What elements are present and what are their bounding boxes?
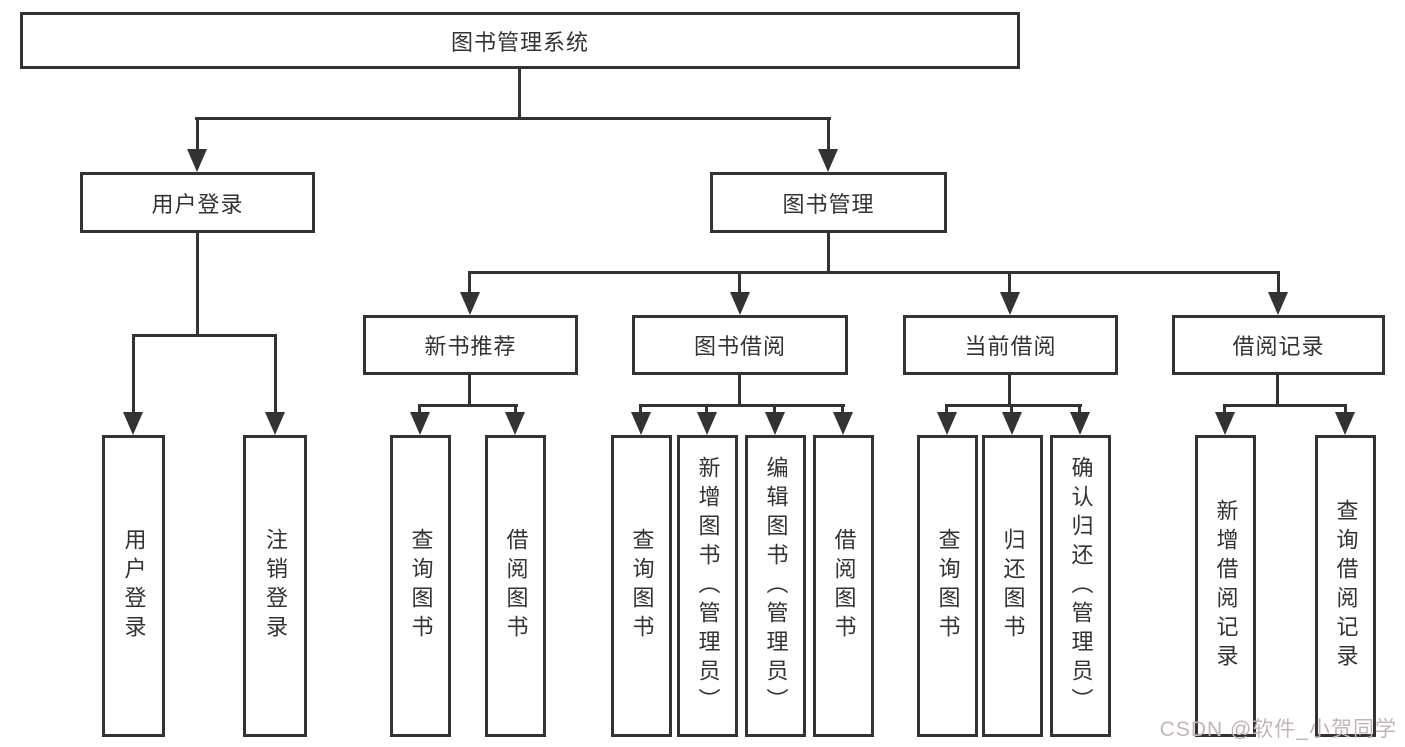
connector-line (738, 374, 741, 406)
arrow-down-icon (505, 412, 525, 435)
arrow-down-icon (1070, 412, 1090, 435)
connector-line (1223, 404, 1347, 407)
node-label: 查询图书 (629, 528, 655, 644)
arrow-down-icon (460, 292, 480, 315)
leaf-borrow-books-recommend: 借阅图书 (485, 435, 546, 737)
leaf-confirm-return-admin: 确认归还（管理员） (1050, 435, 1111, 737)
connector-line (639, 404, 642, 414)
node-label: 查询借阅记录 (1333, 499, 1359, 673)
node-label: 查询图书 (935, 528, 961, 644)
leaf-query-books-recommend: 查询图书 (390, 435, 451, 737)
node-current-borrow: 当前借阅 (903, 315, 1118, 375)
connector-line (468, 271, 471, 295)
csdn-watermark: CSDN @软件_小贺同学 (1159, 718, 1397, 741)
leaf-query-borrow-record: 查询借阅记录 (1315, 435, 1376, 737)
arrow-down-icon (265, 412, 285, 435)
node-label: 用户登录 (121, 528, 147, 644)
node-label: 编辑图书（管理员） (763, 455, 789, 717)
connector-line (1223, 404, 1226, 414)
leaf-logout: 注销登录 (243, 435, 307, 737)
connector-line (639, 404, 845, 407)
connector-line (827, 117, 830, 153)
node-label: 图书管理 (782, 191, 875, 217)
node-borrow-records: 借阅记录 (1172, 315, 1385, 375)
node-new-book-recommend: 新书推荐 (363, 315, 578, 375)
node-label: 借阅记录 (1232, 334, 1325, 359)
arrow-down-icon (1335, 412, 1355, 435)
node-label: 注销登录 (263, 528, 288, 644)
connector-line (468, 374, 471, 406)
connector-line (1008, 374, 1011, 406)
arrow-down-icon (765, 412, 785, 435)
node-label: 新增图书（管理员） (695, 455, 721, 717)
arrow-down-icon (833, 412, 853, 435)
arrow-down-icon (123, 412, 143, 435)
leaf-query-books-current: 查询图书 (917, 435, 978, 737)
leaf-return-books: 归还图书 (982, 435, 1043, 737)
connector-line (841, 404, 844, 414)
arrow-down-icon (1002, 412, 1022, 435)
connector-line (132, 334, 135, 414)
node-book-management: 图书管理 (710, 172, 947, 233)
connector-line (518, 68, 521, 119)
node-label: 用户登录 (151, 191, 244, 217)
leaf-query-books-borrow: 查询图书 (611, 435, 672, 737)
connector-line (514, 404, 517, 414)
connector-line (1276, 374, 1279, 406)
arrow-down-icon (1000, 292, 1020, 315)
node-label: 新书推荐 (424, 334, 517, 359)
leaf-edit-books-admin: 编辑图书（管理员） (745, 435, 806, 737)
connector-line (418, 404, 518, 407)
arrow-down-icon (818, 149, 838, 172)
arrow-down-icon (937, 412, 957, 435)
connector-line (196, 232, 199, 336)
connector-line (1008, 271, 1011, 295)
arrow-down-icon (730, 292, 750, 315)
connector-line (1078, 404, 1081, 414)
node-label: 借阅图书 (831, 528, 857, 644)
connector-line (195, 117, 831, 120)
node-label: 借阅图书 (503, 528, 529, 644)
connector-line (1344, 404, 1347, 414)
node-label: 新增借阅记录 (1213, 499, 1239, 673)
connector-line (418, 404, 421, 414)
arrow-down-icon (187, 149, 207, 172)
connector-line (705, 404, 708, 414)
node-label: 当前借阅 (964, 334, 1057, 359)
arrow-down-icon (1215, 412, 1235, 435)
connector-line (1277, 271, 1280, 295)
node-user-login: 用户登录 (80, 172, 315, 233)
connector-line (738, 271, 741, 295)
node-label: 归还图书 (1000, 528, 1026, 644)
arrow-down-icon (631, 412, 651, 435)
connector-line (945, 404, 948, 414)
connector-line (132, 334, 277, 337)
leaf-borrow-books: 借阅图书 (813, 435, 874, 737)
arrow-down-icon (1268, 292, 1288, 315)
leaf-add-borrow-record: 新增借阅记录 (1195, 435, 1256, 737)
connector-line (196, 117, 199, 153)
leaf-add-books-admin: 新增图书（管理员） (677, 435, 738, 737)
arrow-down-icon (697, 412, 717, 435)
arrow-down-icon (410, 412, 430, 435)
connector-line (274, 334, 277, 414)
connector-line (827, 232, 830, 273)
connector-line (945, 404, 1082, 407)
connector-line (773, 404, 776, 414)
connector-line (1010, 404, 1013, 414)
node-library-system: 图书管理系统 (20, 12, 1020, 69)
node-label: 图书管理系统 (450, 29, 589, 55)
node-label: 查询图书 (408, 528, 434, 644)
connector-line (468, 271, 1280, 274)
node-book-borrow: 图书借阅 (632, 315, 848, 375)
node-label: 确认归还（管理员） (1068, 455, 1094, 717)
node-label: 图书借阅 (693, 334, 786, 359)
leaf-user-login: 用户登录 (102, 435, 165, 737)
